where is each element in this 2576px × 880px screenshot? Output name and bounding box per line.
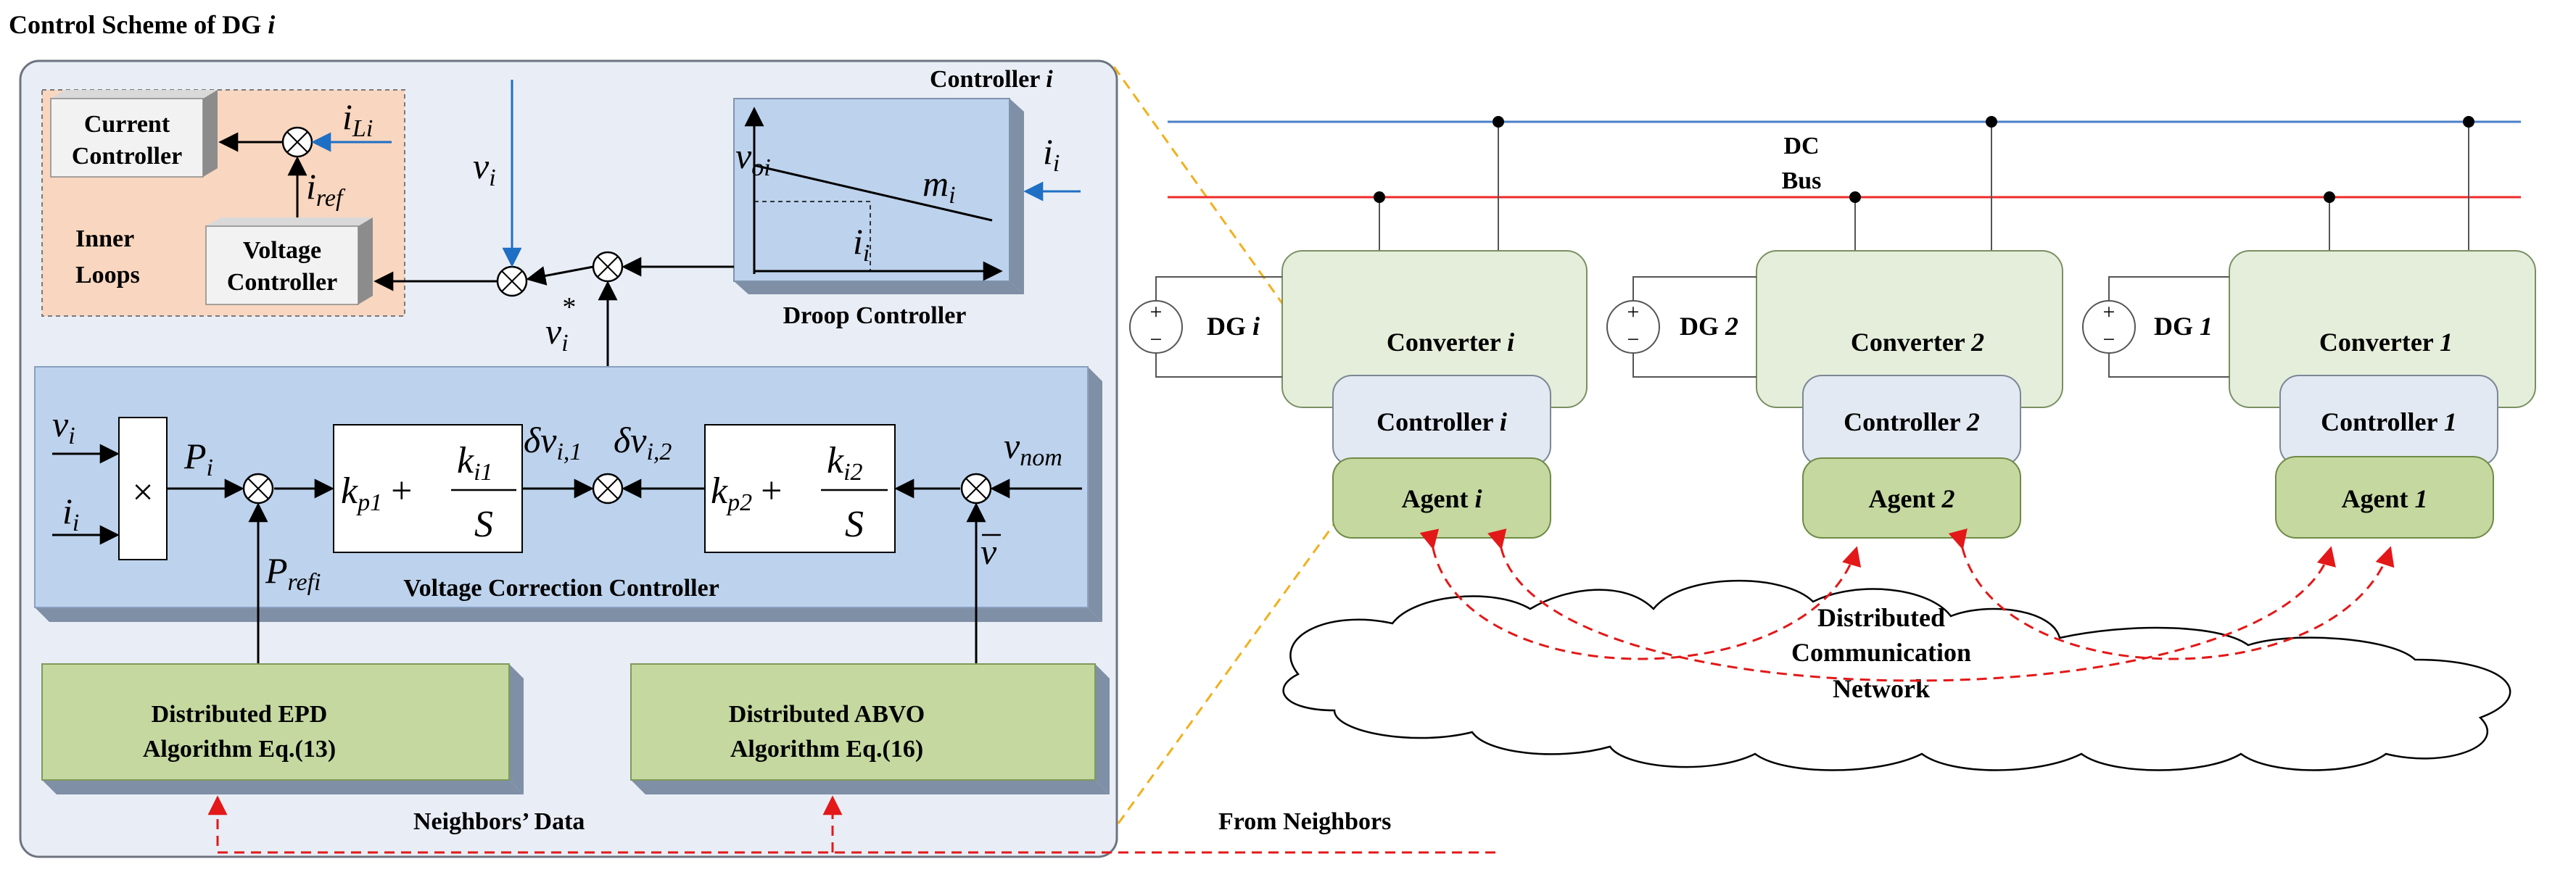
svg-text:+: + [2103,300,2115,324]
abvo-label-1: Distributed ABVO [729,701,925,728]
label-mi: mi [922,163,956,209]
agent-label-i: Agent i [1401,484,1482,513]
voltage-correction-label: Voltage Correction Controller [403,575,719,602]
unit-dg-2: + − DG 2 Converter 2 Controller 2 Agent … [1606,116,2063,539]
sum-junction-correction [592,473,624,505]
svg-text:kp2+: kp2+ [711,470,782,516]
neighbors-data-label: Neighbors’ Data [413,808,585,835]
inner-loops-label-1: Inner [75,225,134,252]
droop-controller-block: voi mi ii [733,98,1024,294]
neighbors-data-line-epd [207,795,1495,854]
controller-label-1: Controller 1 [2321,407,2457,436]
label-iLi: iLi [342,96,373,142]
svg-text:−: − [2103,328,2115,352]
sum-junction-vi [496,265,528,297]
controller-i-label: Controller i [930,66,1053,93]
svg-text:+: + [1627,300,1640,324]
label-vi-star: vi* [545,292,575,357]
svg-text:−: − [1627,328,1640,352]
label-iref: iref [306,166,346,212]
link-agent-i-agent-1 [1487,528,2336,682]
label-vcc-vi: vi [52,404,75,449]
abvo-algorithm-block: Distributed ABVO Algorithm Eq.(16) [630,663,1110,794]
label-dv2: δvi,2 [614,420,672,465]
pi-controller-2: kp2+ ki2 S [704,424,896,553]
link-agent-2-agent-1 [1948,528,2395,660]
abvo-label-2: Algorithm Eq.(16) [730,736,923,763]
converter-label-i: Converter i [1387,328,1514,357]
label-vnom: vnom [1004,426,1062,471]
svg-text:ki2: ki2 [827,440,863,486]
dc-bus-label-1: DC [1783,133,1819,159]
dg-label-2: DG 2 [1680,312,1738,341]
zoom-line-bottom [1117,507,1347,824]
sum-junction-ref [592,251,624,283]
label-dv1: δvi,1 [524,420,582,465]
epd-algorithm-block: Distributed EPD Algorithm Eq.(13) [41,663,524,794]
arrow-sum-to-sum [526,265,594,286]
link-agent-i-agent-2 [1419,528,1862,660]
pi-controller-1: kp1+ ki1 S [333,424,523,553]
current-controller-label-2: Controller [72,143,182,170]
voltage-controller-label-2: Controller [227,269,337,296]
multiplier-block [118,417,168,560]
communication-links [1419,528,2395,682]
current-controller-label-1: Current [84,111,170,138]
controller-label-2: Controller 2 [1844,407,1980,436]
agent-label-2: Agent 2 [1869,484,1955,513]
dc-bus-label-2: Bus [1782,167,1822,194]
label-vcc-ii: ii [62,491,79,536]
agent-label-1: Agent 1 [2342,484,2428,513]
unit-dg-1: + − DG 1 Converter 1 Controller 1 Agent … [2082,116,2536,539]
label-vbar: v [981,531,997,572]
controller-label-i: Controller i [1376,407,1507,436]
svg-text:S: S [845,504,864,545]
sum-junction-voltage [960,473,992,505]
epd-label-1: Distributed EPD [152,701,328,728]
network-label-1: Distributed [1817,603,1945,632]
converter-label-1: Converter 1 [2319,328,2453,357]
label-voi: voi [735,136,771,181]
epd-label-2: Algorithm Eq.(13) [143,736,336,763]
label-droop-ii: ii [853,221,870,267]
sum-junction-inner [281,126,313,158]
label-droop-input: ii [1043,131,1060,177]
multiplier-symbol: × [132,472,153,513]
svg-text:S: S [474,504,493,545]
scheme-title: Control Scheme of DG i [9,10,275,39]
svg-text:−: − [1150,328,1163,352]
inner-loops-label-2: Loops [75,262,140,289]
from-neighbors-label: From Neighbors [1218,808,1391,835]
current-controller-block: Current Controller [50,90,218,178]
svg-text:kp1+: kp1+ [341,470,412,516]
voltage-controller-label-1: Voltage [243,237,321,264]
dg-label-i: DG i [1207,312,1260,341]
label-Pref: Prefi [265,550,321,596]
unit-dg-i: + − DG i Converter i Controller i Agent … [1129,116,1588,539]
label-vi: vi [473,146,496,191]
dg-label-1: DG 1 [2154,312,2213,341]
svg-text:+: + [1150,300,1163,324]
network-label-2: Communication [1791,638,1971,667]
svg-text:ki1: ki1 [457,440,493,486]
droop-controller-label: Droop Controller [783,302,967,329]
sum-junction-power [242,473,274,505]
converter-label-2: Converter 2 [1851,328,1984,357]
voltage-controller-block: Voltage Controller [205,217,373,305]
label-Pi: Pi [183,436,213,481]
